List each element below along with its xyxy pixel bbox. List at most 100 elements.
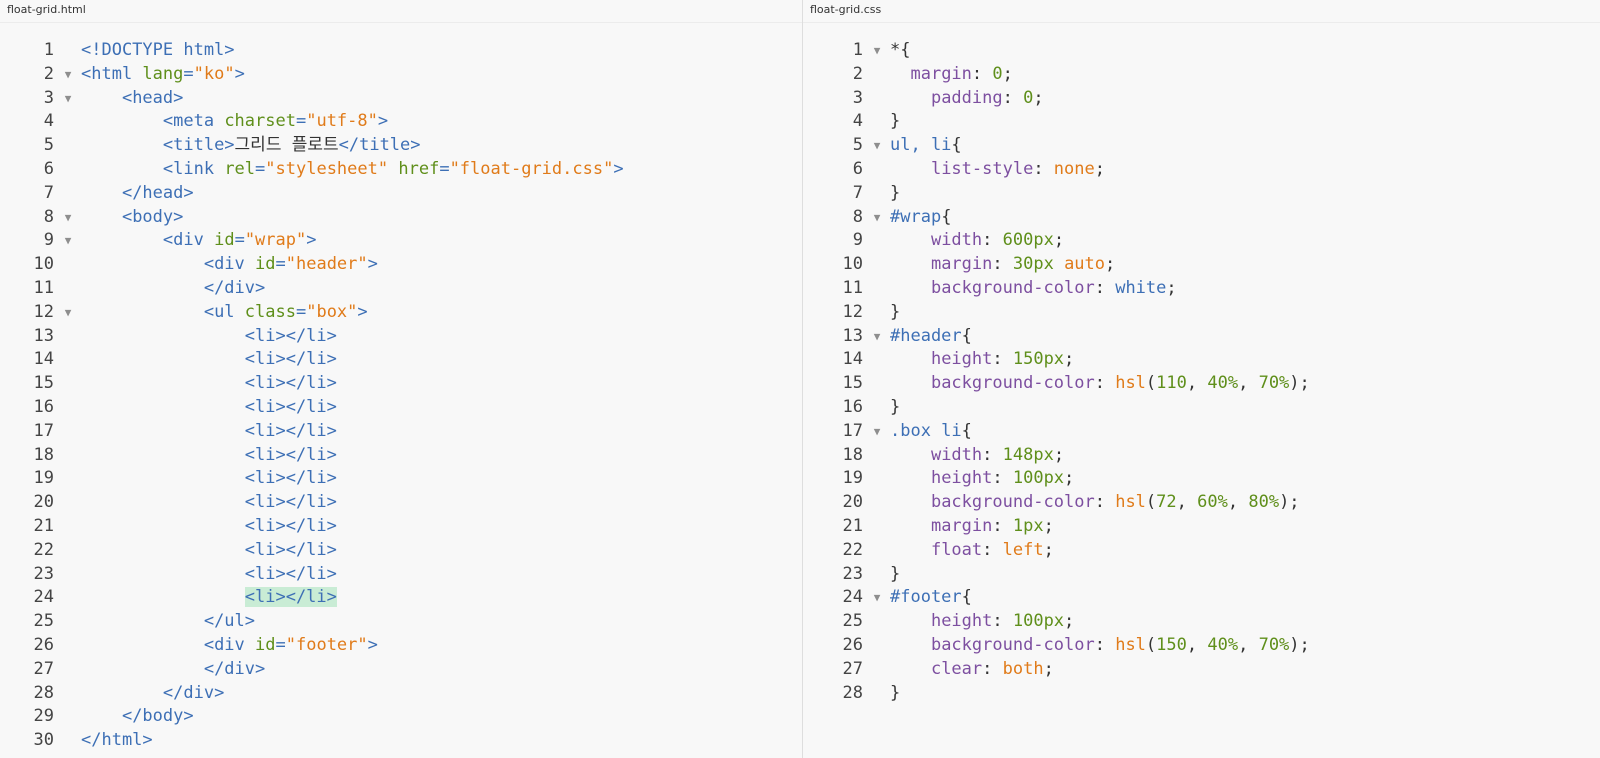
code-token: ;	[1043, 658, 1054, 679]
code-line[interactable]: 26 <div id="footer">	[0, 634, 802, 658]
code-line[interactable]: 10 margin: 30px auto;	[803, 253, 1600, 277]
code-line[interactable]: 17 <li></li>	[0, 420, 802, 444]
code-token: <li></li>	[244, 563, 337, 584]
code-token: :	[992, 349, 1013, 370]
code-line[interactable]: 25 </ul>	[0, 610, 802, 634]
code-line[interactable]: 21 margin: 1px;	[803, 515, 1600, 539]
code-line[interactable]: 8▼#wrap{	[803, 206, 1600, 230]
code-line[interactable]: 25 height: 100px;	[803, 610, 1600, 634]
code-line[interactable]: 23 <li></li>	[0, 563, 802, 587]
fold-arrow-icon[interactable]: ▼	[873, 210, 881, 224]
code-line[interactable]: 28 </div>	[0, 682, 802, 706]
indent	[890, 445, 931, 465]
indent	[81, 445, 245, 465]
tab-float-grid-css[interactable]: float-grid.css	[803, 0, 1600, 23]
code-tokens: <body>	[122, 207, 183, 227]
code-line[interactable]: 2▼<html lang="ko">	[0, 63, 802, 87]
code-line[interactable]: 5▼ul, li{	[803, 134, 1600, 158]
code-line[interactable]: 10 <div id="header">	[0, 253, 802, 277]
code-line[interactable]: 24 <li></li>	[0, 586, 802, 610]
code-line[interactable]: 11 background-color: white;	[803, 277, 1600, 301]
fold-arrow-icon[interactable]: ▼	[64, 67, 72, 81]
code-line[interactable]: 14 <li></li>	[0, 348, 802, 372]
code-line[interactable]: 3 padding: 0;	[803, 87, 1600, 111]
code-line[interactable]: 3▼ <head>	[0, 87, 802, 111]
code-line[interactable]: 18 <li></li>	[0, 444, 802, 468]
fold-arrow-icon[interactable]: ▼	[64, 91, 72, 105]
fold-arrow-icon[interactable]: ▼	[873, 424, 881, 438]
code-line[interactable]: 4 <meta charset="utf-8">	[0, 110, 802, 134]
code-text: <li></li>	[81, 539, 337, 563]
code-line[interactable]: 12▼ <ul class="box">	[0, 301, 802, 325]
code-line[interactable]: 20 <li></li>	[0, 491, 802, 515]
code-token: ;	[1064, 349, 1075, 370]
fold-arrow-icon[interactable]: ▼	[64, 305, 72, 319]
code-line[interactable]: 5 <title>그리드 플로트</title>	[0, 134, 802, 158]
code-line[interactable]: 27 clear: both;	[803, 658, 1600, 682]
code-line[interactable]: 1<!DOCTYPE html>	[0, 39, 802, 63]
fold-arrow-icon[interactable]: ▼	[64, 210, 72, 224]
code-line[interactable]: 9▼ <div id="wrap">	[0, 229, 802, 253]
code-line[interactable]: 7 </head>	[0, 182, 802, 206]
code-line[interactable]: 9 width: 600px;	[803, 229, 1600, 253]
code-line[interactable]: 22 float: left;	[803, 539, 1600, 563]
tab-float-grid-html[interactable]: float-grid.html	[0, 0, 802, 23]
line-number: 10	[842, 254, 863, 275]
code-token: :	[992, 611, 1013, 632]
fold-arrow-icon[interactable]: ▼	[873, 329, 881, 343]
html-editor-pane[interactable]: float-grid.html 1<!DOCTYPE html>2▼<html …	[0, 0, 803, 758]
code-token: <li></li>	[244, 325, 337, 346]
code-token: <title>	[162, 135, 235, 156]
indent	[890, 492, 931, 512]
code-line[interactable]: 22 <li></li>	[0, 539, 802, 563]
code-tokens: width: 600px;	[931, 230, 1064, 250]
fold-arrow-icon[interactable]: ▼	[873, 139, 881, 153]
line-number: 6	[852, 158, 863, 179]
code-text: </body>	[81, 705, 194, 729]
code-line[interactable]: 14 height: 150px;	[803, 348, 1600, 372]
code-line[interactable]: 8▼ <body>	[0, 206, 802, 230]
code-token: none	[1053, 158, 1095, 179]
code-line[interactable]: 20 background-color: hsl(72, 60%, 80%);	[803, 491, 1600, 515]
code-line[interactable]: 6 list-style: none;	[803, 158, 1600, 182]
code-line[interactable]: 17▼.box li{	[803, 420, 1600, 444]
fold-arrow-icon[interactable]: ▼	[64, 234, 72, 248]
code-line[interactable]: 15 background-color: hsl(110, 40%, 70%);	[803, 372, 1600, 396]
code-line[interactable]: 26 background-color: hsl(150, 40%, 70%);	[803, 634, 1600, 658]
code-line[interactable]: 7}	[803, 182, 1600, 206]
code-line[interactable]: 30</html>	[0, 729, 802, 753]
css-editor-pane[interactable]: float-grid.css 1▼*{2 margin: 0;3 padding…	[803, 0, 1600, 758]
line-number: 18	[33, 444, 54, 465]
code-line[interactable]: 4}	[803, 110, 1600, 134]
code-line[interactable]: 16 <li></li>	[0, 396, 802, 420]
code-token: #wrap	[890, 206, 942, 227]
fold-arrow-icon[interactable]: ▼	[873, 591, 881, 605]
code-line[interactable]: 19 height: 100px;	[803, 467, 1600, 491]
html-code-area[interactable]: 1<!DOCTYPE html>2▼<html lang="ko">3▼ <he…	[0, 39, 802, 753]
code-line[interactable]: 28}	[803, 682, 1600, 706]
code-line[interactable]: 13 <li></li>	[0, 325, 802, 349]
code-line[interactable]: 18 width: 148px;	[803, 444, 1600, 468]
code-line[interactable]: 11 </div>	[0, 277, 802, 301]
code-line[interactable]: 27 </div>	[0, 658, 802, 682]
code-token: #footer	[890, 587, 962, 608]
code-line[interactable]: 15 <li></li>	[0, 372, 802, 396]
code-line[interactable]: 16}	[803, 396, 1600, 420]
code-line[interactable]: 6 <link rel="stylesheet" href="float-gri…	[0, 158, 802, 182]
code-line[interactable]: 24▼#footer{	[803, 586, 1600, 610]
code-line[interactable]: 1▼*{	[803, 39, 1600, 63]
code-token: =	[234, 230, 245, 251]
code-line[interactable]: 29 </body>	[0, 705, 802, 729]
code-line[interactable]: 19 <li></li>	[0, 467, 802, 491]
fold-arrow-icon[interactable]: ▼	[873, 44, 881, 57]
code-token: background-color	[930, 634, 1095, 655]
code-token: list-style	[930, 158, 1034, 179]
code-line[interactable]: 13▼#header{	[803, 325, 1600, 349]
code-line[interactable]: 21 <li></li>	[0, 515, 802, 539]
css-code-area[interactable]: 1▼*{2 margin: 0;3 padding: 0;4}5▼ul, li{…	[803, 39, 1600, 705]
code-line[interactable]: 23}	[803, 563, 1600, 587]
code-token: >	[377, 111, 389, 132]
code-line[interactable]: 12}	[803, 301, 1600, 325]
code-line[interactable]: 2 margin: 0;	[803, 63, 1600, 87]
line-number: 23	[842, 563, 863, 584]
